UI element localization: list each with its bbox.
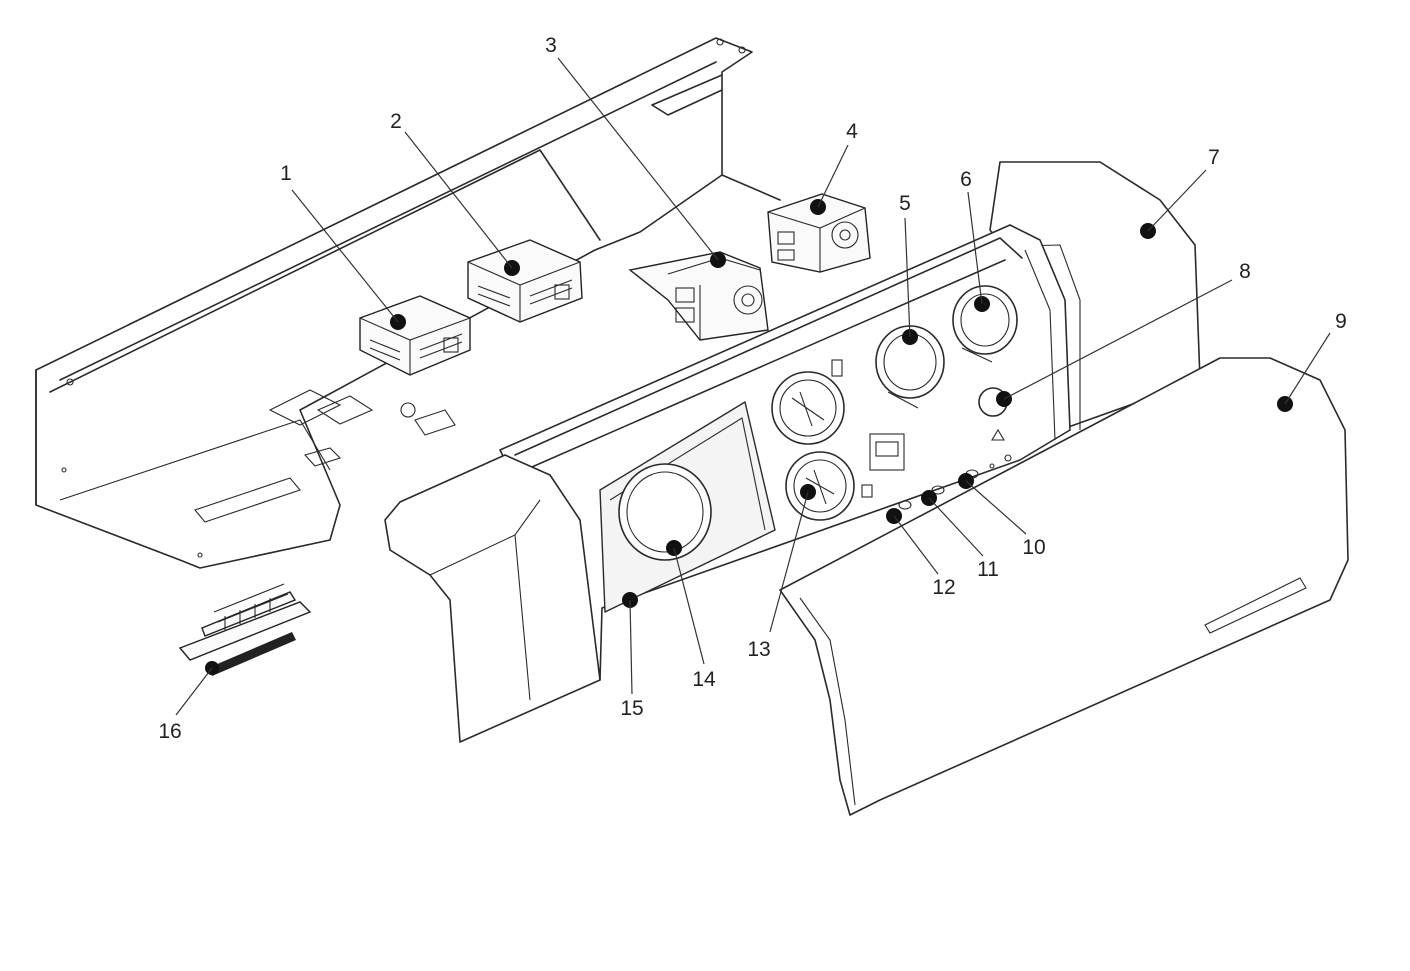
callout-10: 10 [1022,536,1045,559]
callout-2: 2 [390,110,402,133]
callout-labels: 1 2 3 4 5 6 7 8 9 10 11 12 13 14 15 16 [158,34,1347,743]
mounting-plate [35,37,781,569]
callout-13: 13 [747,638,770,661]
control-module-3[interactable] [628,251,769,341]
callout-7: 7 [1208,146,1220,169]
callout-14: 14 [692,668,716,691]
control-module-4[interactable] [767,193,871,273]
callout-5: 5 [899,192,911,215]
control-module-2[interactable] [467,239,583,323]
callout-9: 9 [1335,310,1347,333]
terminal-connector[interactable] [178,583,312,676]
callout-1: 1 [280,162,292,185]
callout-11: 11 [977,558,999,581]
callout-8: 8 [1239,260,1251,283]
left-end-cap[interactable] [384,454,601,743]
callout-6: 6 [960,168,972,191]
callout-3: 3 [545,34,557,57]
dashboard-panel [499,224,1071,681]
control-module-1[interactable] [359,295,471,376]
reference-dots [205,199,1293,675]
callout-16: 16 [158,720,181,743]
front-door-cover[interactable] [779,357,1349,816]
callout-15: 15 [620,697,643,720]
leader-lines [175,57,1331,716]
callout-12: 12 [932,576,955,599]
callout-4: 4 [846,120,858,143]
